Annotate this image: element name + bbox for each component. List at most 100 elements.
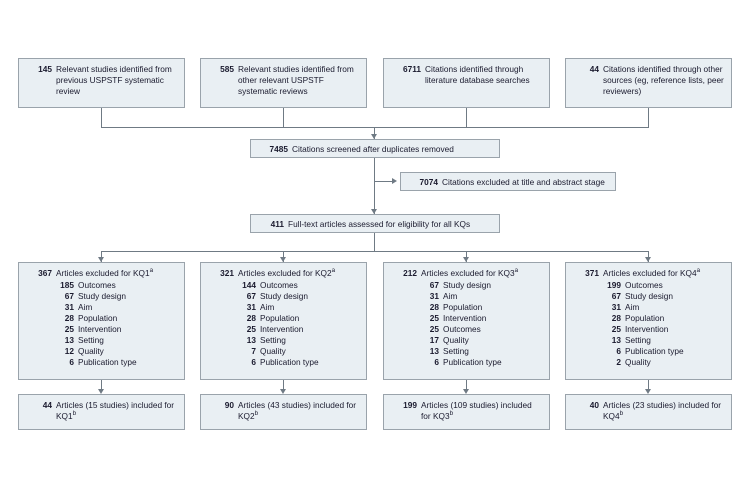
exclusion-count-3: 212	[403, 268, 417, 278]
source-box-3: 6711 Citations identified through litera…	[383, 58, 550, 108]
exclusion-count-1: 367	[38, 268, 52, 278]
screened-box: 7485 Citations screened after duplicates…	[250, 139, 500, 158]
reason-label: Study design	[625, 290, 673, 301]
reason-label: Population	[625, 312, 665, 323]
source-count-2: 585	[220, 64, 234, 74]
reason-count: 31	[429, 290, 439, 301]
reason-label: Study design	[78, 290, 126, 301]
reason-label: Publication type	[625, 345, 684, 356]
arrow-to-excluded-screening	[392, 178, 397, 184]
reason-label: Population	[78, 312, 118, 323]
reason-label: Outcomes	[260, 279, 298, 290]
reason-label: Quality	[78, 345, 104, 356]
source-text-3: Citations identified through literature …	[425, 64, 530, 85]
connector-source-bus	[101, 127, 649, 128]
footnote-marker-b-1: b	[72, 410, 77, 418]
source-count-1: 145	[38, 64, 52, 74]
footnote-marker-b-3: b	[449, 410, 454, 418]
reason-row: 31 Aim	[573, 302, 724, 313]
excluded-screening-text: Citations excluded at title and abstract…	[442, 177, 605, 187]
source-text-2: Relevant studies identified from other r…	[238, 64, 354, 96]
exclusion-header-2: Articles excluded for KQ2a	[238, 267, 336, 278]
inclusion-box-2: 90 Articles (43 studies) included for KQ…	[200, 394, 367, 430]
reason-label: Intervention	[78, 323, 122, 334]
reason-label: Setting	[260, 334, 286, 345]
reason-label: Setting	[443, 345, 469, 356]
connector-inclusion-2-down	[283, 380, 284, 392]
arrow-to-inclusion-1	[98, 389, 104, 394]
reason-row: 31 Aim	[391, 291, 542, 302]
connector-bus-to-screened	[374, 127, 375, 139]
inclusion-box-3: 199 Articles (109 studies) included for …	[383, 394, 550, 430]
inclusion-count-4: 40	[589, 400, 599, 410]
footnote-marker-b-2: b	[254, 410, 259, 418]
reason-label: Aim	[443, 290, 458, 301]
reason-count: 6	[434, 356, 439, 367]
footnote-marker-a-3: a	[514, 267, 519, 275]
reason-count: 13	[611, 334, 621, 345]
reason-label: Population	[260, 312, 300, 323]
connector-to-excluded-screening	[374, 181, 392, 182]
reason-label: Quality	[260, 345, 286, 356]
reason-count: 17	[429, 334, 439, 345]
reason-count: 12	[64, 345, 74, 356]
connector-exclusion-1-down	[101, 251, 102, 262]
reason-count: 67	[429, 279, 439, 290]
exclusion-count-4: 371	[585, 268, 599, 278]
source-count-4: 44	[589, 64, 599, 74]
source-box-4: 44 Citations identified through other so…	[565, 58, 732, 108]
reason-label: Study design	[260, 290, 308, 301]
reason-row: 7 Quality	[208, 346, 359, 357]
excluded-screening-box: 7074 Citations excluded at title and abs…	[400, 172, 616, 191]
reason-count: 28	[246, 312, 256, 323]
reason-row: 28 Population	[208, 313, 359, 324]
reason-count: 13	[246, 334, 256, 345]
fulltext-count: 411	[270, 219, 284, 229]
inclusion-count-1: 44	[42, 400, 52, 410]
reason-row: 12 Quality	[26, 346, 177, 357]
fulltext-text: Full-text articles assessed for eligibil…	[288, 219, 471, 229]
source-text-4: Citations identified through other sourc…	[603, 64, 724, 96]
screened-text: Citations screened after duplicates remo…	[292, 144, 454, 154]
screened-count: 7485	[269, 144, 288, 154]
reason-count: 6	[251, 356, 256, 367]
fulltext-box: 411 Full-text articles assessed for elig…	[250, 214, 500, 233]
reason-label: Outcomes	[625, 279, 663, 290]
reason-label: Aim	[625, 301, 640, 312]
inclusion-text-2: Articles (43 studies) included for KQ2b	[238, 400, 357, 421]
reason-count: 6	[69, 356, 74, 367]
reason-label: Study design	[443, 279, 491, 290]
reason-label: Outcomes	[443, 323, 481, 334]
reason-count: 31	[611, 301, 621, 312]
reason-label: Population	[443, 301, 483, 312]
arrow-to-exclusion-3	[463, 257, 469, 262]
reason-count: 7	[251, 345, 256, 356]
reason-count: 28	[64, 312, 74, 323]
exclusion-header-1: Articles excluded for KQ1a	[56, 267, 154, 278]
arrow-to-inclusion-4	[645, 389, 651, 394]
source-box-2: 585 Relevant studies identified from oth…	[200, 58, 367, 108]
connector-screened-down	[374, 158, 375, 214]
inclusion-text-1: Articles (15 studies) included for KQ1b	[56, 400, 175, 421]
inclusion-count-3: 199	[403, 400, 417, 410]
footnote-marker-a-1: a	[149, 267, 154, 275]
reason-count: 13	[64, 334, 74, 345]
arrow-to-exclusion-4	[645, 257, 651, 262]
reason-count: 28	[429, 301, 439, 312]
exclusion-header-4: Articles excluded for KQ4a	[603, 267, 701, 278]
